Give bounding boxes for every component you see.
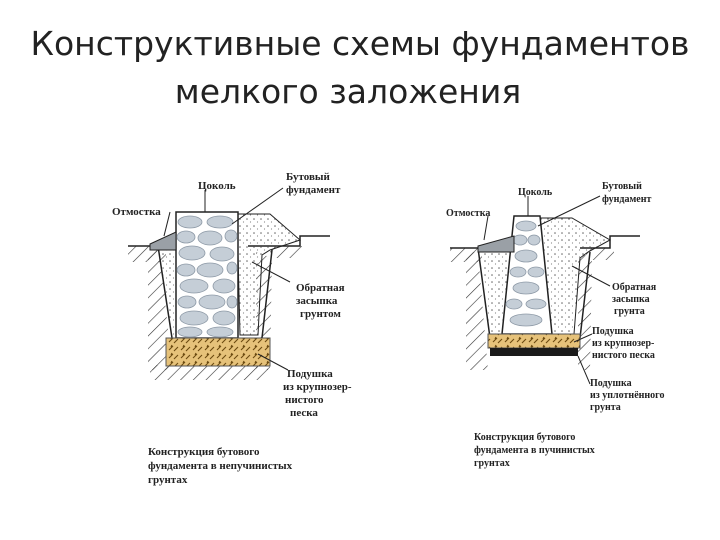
sand-cushion-left — [165, 337, 271, 367]
label-otmostka-left: Отмостка — [112, 206, 161, 218]
rubble-stones-left — [176, 215, 238, 338]
label-podushka-left-2: из крупнозер- — [283, 381, 352, 393]
label-zasypka-left-2: засыпка — [296, 295, 338, 307]
label-podushka-right-2: из крупнозер- — [592, 338, 654, 349]
blind-area-left — [149, 231, 177, 251]
label-butovy-right-1: Бутовый — [602, 181, 642, 192]
label-podushka2-right-2: из уплотнённого — [590, 390, 664, 401]
slide-title-line-2: мелкого заложения — [174, 72, 522, 111]
label-otmostka-right: Отмостка — [446, 208, 490, 219]
label-podushka2-right-3: грунта — [590, 402, 621, 413]
blind-area-right — [477, 235, 515, 253]
leader-lines-left — [163, 187, 291, 371]
rubble-stones-right — [505, 220, 547, 327]
label-zasypka-right-3: грунта — [614, 306, 645, 317]
label-butovy-left-2: фундамент — [286, 184, 341, 196]
label-podushka-left-3: нистого — [285, 394, 324, 406]
backfill-left — [236, 213, 301, 336]
label-podushka-left-1: Подушка — [287, 368, 333, 380]
label-zasypka-left-3: грунтом — [300, 308, 341, 320]
diagram-left: Цоколь Отмостка Бутовый фундамент Обратн… — [112, 171, 352, 486]
label-zasypka-right-1: Обратная — [612, 282, 657, 293]
label-tsokol-left: Цоколь — [198, 180, 236, 192]
label-podushka-left-4: песка — [290, 407, 318, 419]
label-podushka-right-3: нистого песка — [592, 350, 655, 361]
caption-right-2: фундамента в пучинистых — [474, 445, 595, 456]
label-zasypka-left-1: Обратная — [296, 282, 345, 294]
label-zasypka-right-2: засыпка — [612, 294, 650, 305]
caption-left-2: фундамента в непучинистых — [148, 460, 293, 472]
diagram-right: Цоколь Отмостка Бутовый фундамент Обратн… — [446, 181, 664, 469]
compacted-soil-cushion-right — [490, 348, 578, 356]
label-butovy-right-2: фундамент — [602, 194, 652, 205]
label-tsokol-right: Цоколь — [518, 187, 553, 198]
slide-title-line-1: Конструктивные схемы фундаментов — [30, 24, 690, 63]
caption-left-1: Конструкция бутового — [148, 446, 260, 458]
sand-cushion-right — [487, 333, 581, 349]
caption-right-3: грунтах — [474, 458, 510, 469]
label-podushka-right-1: Подушка — [592, 326, 634, 337]
label-butovy-left-1: Бутовый — [286, 171, 331, 183]
leader-lines-right — [483, 195, 611, 385]
caption-left-3: грунтах — [148, 474, 188, 486]
caption-right-1: Конструкция бутового — [474, 432, 575, 443]
label-podushka2-right-1: Подушка — [590, 378, 632, 389]
